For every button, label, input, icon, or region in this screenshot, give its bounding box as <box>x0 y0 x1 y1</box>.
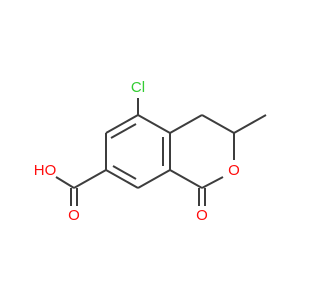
bond-lines <box>55 98 267 206</box>
bond-cooh-oh <box>55 176 75 189</box>
bond-c5-c6-inner <box>110 123 137 139</box>
ring-oxygen-label: O <box>228 162 240 179</box>
molecule-diagram: Cl O O O HO <box>34 79 267 224</box>
bond-c4a-c5 <box>137 114 171 134</box>
bond-c7-cooh <box>73 169 107 189</box>
bond-c3-methyl <box>233 114 267 134</box>
bond-c7-c8 <box>105 169 139 189</box>
hydroxyl-label: HO <box>34 162 57 179</box>
bond-c1-c8a <box>169 169 203 189</box>
bond-c8-c8a <box>137 169 171 189</box>
bond-c4-c3 <box>201 114 235 134</box>
bond-o2-c1 <box>201 176 224 189</box>
bond-c4a-c4 <box>169 114 203 134</box>
bond-c7-c8-inner <box>112 165 137 180</box>
lactone-carbonyl-oxygen-label: O <box>196 207 208 224</box>
chlorine-label: Cl <box>131 79 145 96</box>
acid-carbonyl-oxygen-label: O <box>68 207 80 224</box>
bond-c5-c6 <box>105 114 139 134</box>
